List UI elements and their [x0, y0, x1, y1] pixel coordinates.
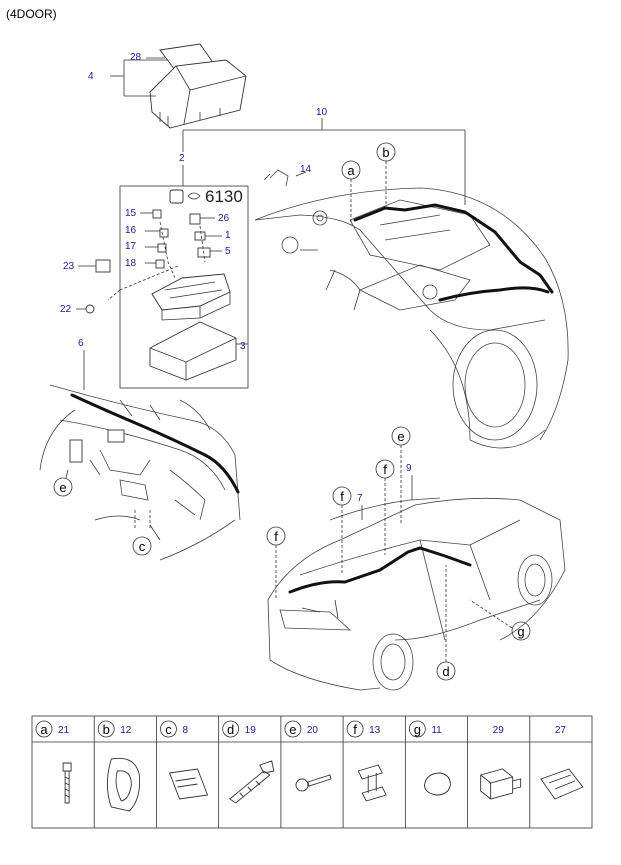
table-part-number: 21 — [58, 725, 70, 736]
letter-callout-f-3: f — [266, 526, 286, 600]
sedan-body-drawing — [267, 497, 566, 691]
svg-text:f: f — [383, 462, 387, 477]
table-letter-circle-a — [35, 720, 53, 738]
table-part-number: 12 — [120, 725, 132, 736]
callout-4: 4 — [88, 71, 94, 82]
protector-icon — [106, 757, 141, 812]
svg-text:f: f — [274, 529, 278, 544]
page-title: (4DOOR) — [6, 7, 57, 21]
tape-pad-icon — [540, 768, 584, 800]
callout-16: 16 — [125, 225, 137, 236]
callout-15: 15 — [125, 208, 137, 219]
callout-10: 10 — [316, 107, 328, 118]
callout-3: 3 — [240, 341, 246, 352]
callout-17: 17 — [125, 241, 137, 252]
engine-bay-drawing — [254, 169, 569, 449]
table-letter-e: e — [289, 722, 296, 737]
callout-18: 18 — [125, 258, 137, 269]
table-part-number: 29 — [493, 725, 505, 736]
clamp-icon — [357, 764, 387, 802]
table-letter-f: f — [353, 722, 357, 737]
instrument-panel-drawing — [39, 384, 241, 561]
table-letter-c: c — [165, 722, 172, 737]
letter-callout-e-car: e — [391, 426, 411, 525]
callout-9: 9 — [406, 463, 412, 474]
table-part-number: 19 — [245, 725, 257, 736]
grommet-bolt-icon — [295, 774, 332, 792]
letter-callout-g: g — [469, 599, 531, 641]
clip-strap-icon — [229, 760, 275, 804]
pad-icon — [168, 768, 209, 800]
svg-text:d: d — [442, 664, 449, 679]
callout-2: 2 — [179, 153, 185, 164]
table-part-number: 27 — [555, 725, 567, 736]
relay-icon — [169, 189, 184, 204]
clip-22-icon — [85, 304, 95, 314]
callout-22: 22 — [60, 304, 72, 315]
junction-box-frame — [119, 185, 249, 389]
svg-text:e: e — [59, 480, 66, 495]
svg-text:c: c — [139, 539, 146, 554]
table-letter-d: d — [227, 722, 234, 737]
callout-6: 6 — [78, 338, 84, 349]
svg-text:a: a — [347, 163, 355, 178]
letter-callout-a: a — [341, 160, 361, 225]
table-part-number: 13 — [369, 725, 381, 736]
letter-callout-f-1: f — [375, 459, 395, 555]
letter-callout-b: b — [376, 142, 396, 208]
relay-23-icon — [95, 259, 111, 273]
connector-icon — [480, 768, 522, 800]
table-letter-circle-g — [408, 720, 426, 738]
plug-icon — [423, 772, 451, 796]
callout-28: 28 — [130, 52, 142, 63]
svg-text:f: f — [340, 489, 344, 504]
svg-text:g: g — [517, 624, 524, 639]
table-letter-a: a — [40, 722, 48, 737]
svg-text:e: e — [397, 429, 404, 444]
table-letter-g: g — [414, 722, 421, 737]
table-part-number: 8 — [182, 725, 188, 736]
callout-7: 7 — [357, 493, 363, 504]
table-letter-circle-b — [97, 720, 115, 738]
bolt-icon — [62, 762, 72, 804]
table-letter-b: b — [103, 722, 110, 737]
table-letter-circle-d — [222, 720, 240, 738]
letter-callout-c: c — [132, 536, 152, 556]
fuse-code: 6130 — [205, 187, 243, 206]
callout-14: 14 — [300, 164, 312, 175]
fuses-relays-drawing — [107, 209, 248, 381]
callout-23: 23 — [63, 261, 75, 272]
svg-text:b: b — [382, 145, 389, 160]
callout-1: 1 — [225, 230, 231, 241]
fuse-box-cover-drawing — [110, 43, 247, 129]
letter-callout-f-2: f — [332, 486, 352, 575]
table-part-number: 11 — [431, 725, 442, 736]
table-part-number: 20 — [307, 725, 319, 736]
callout-26: 26 — [218, 213, 230, 224]
fuse-symbol-icon — [187, 192, 201, 200]
letter-callout-d: d — [436, 565, 456, 681]
table-letter-circle-f — [346, 720, 364, 738]
table-letter-circle-e — [284, 720, 302, 738]
table-letter-circle-c — [160, 720, 177, 738]
letter-callout-e-left: e — [53, 477, 73, 497]
callout-5: 5 — [225, 246, 231, 257]
